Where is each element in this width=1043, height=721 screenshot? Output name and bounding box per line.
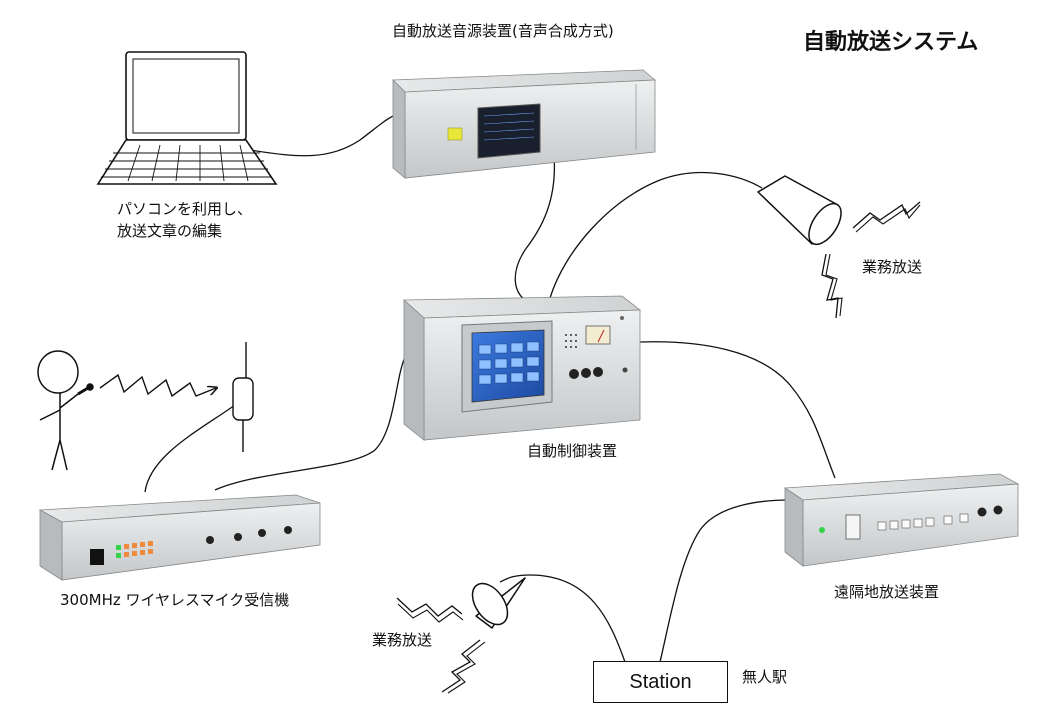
knob: [593, 367, 603, 377]
lightning-bolt-icon: [825, 253, 843, 317]
wireless-receiver-label: 300MHz ワイヤレスマイク受信機: [60, 591, 290, 609]
station-box: Station: [593, 661, 728, 703]
cable-remote-to-station: [659, 499, 791, 663]
speaker-horn-icon: [471, 577, 526, 629]
cable-receiver-to-controller: [214, 356, 406, 491]
lightning-bolt-icon: [447, 641, 486, 694]
business-broadcast-label-lower: 業務放送: [372, 631, 433, 649]
speaker-grille: [565, 334, 577, 348]
sound-source-unit: [392, 69, 657, 179]
controller-label: 自動制御装置: [527, 442, 618, 460]
stick-figure-icon: [37, 350, 94, 471]
station-caption: 無人駅: [742, 668, 788, 686]
lightning-bolt-icon: [441, 639, 481, 693]
cables: [144, 112, 836, 663]
speaker-horn-icon: [757, 175, 842, 246]
lightning-bolt-icon: [852, 201, 921, 229]
power-switch: [90, 549, 104, 565]
lightning-bolt-icon: [396, 597, 463, 617]
wireless-receiver-unit: [38, 494, 321, 581]
business-broadcast-label-upper: 業務放送: [862, 258, 923, 276]
antenna-icon: [232, 342, 254, 452]
cable-pc-to-sound-source: [249, 112, 403, 157]
knob: [581, 368, 591, 378]
cable-controller-to-upper-speaker: [549, 171, 763, 299]
lightning-bolt-icon: [397, 603, 464, 623]
diagram-title: 自動放送システム: [803, 30, 979, 55]
cable-controller-to-remote: [639, 341, 836, 479]
sound-source-screen: [477, 103, 541, 159]
pc-caption-line1: パソコンを利用し、: [117, 200, 253, 218]
laptop-icon: [96, 51, 278, 185]
sound-source-label: 自動放送音源装置(音声合成方式): [392, 22, 614, 40]
pc-caption-line2: 放送文章の編集: [117, 222, 223, 240]
cable-station-to-lower-speaker: [499, 574, 626, 663]
cable-sound-source-to-controller: [514, 144, 555, 301]
controller-unit: [402, 295, 642, 441]
remote-broadcast-label: 遠隔地放送装置: [834, 583, 940, 601]
led-bar: [116, 541, 153, 558]
lightning-bolt-icon: [855, 204, 921, 233]
sound-source-indicator: [447, 127, 463, 141]
cable-mic-to-controller: [144, 404, 236, 493]
remote-broadcast-unit: [783, 473, 1020, 567]
lightning-bolt-icon: [821, 253, 839, 319]
wireless-signal-arrow: [99, 373, 216, 398]
knob: [569, 369, 579, 379]
